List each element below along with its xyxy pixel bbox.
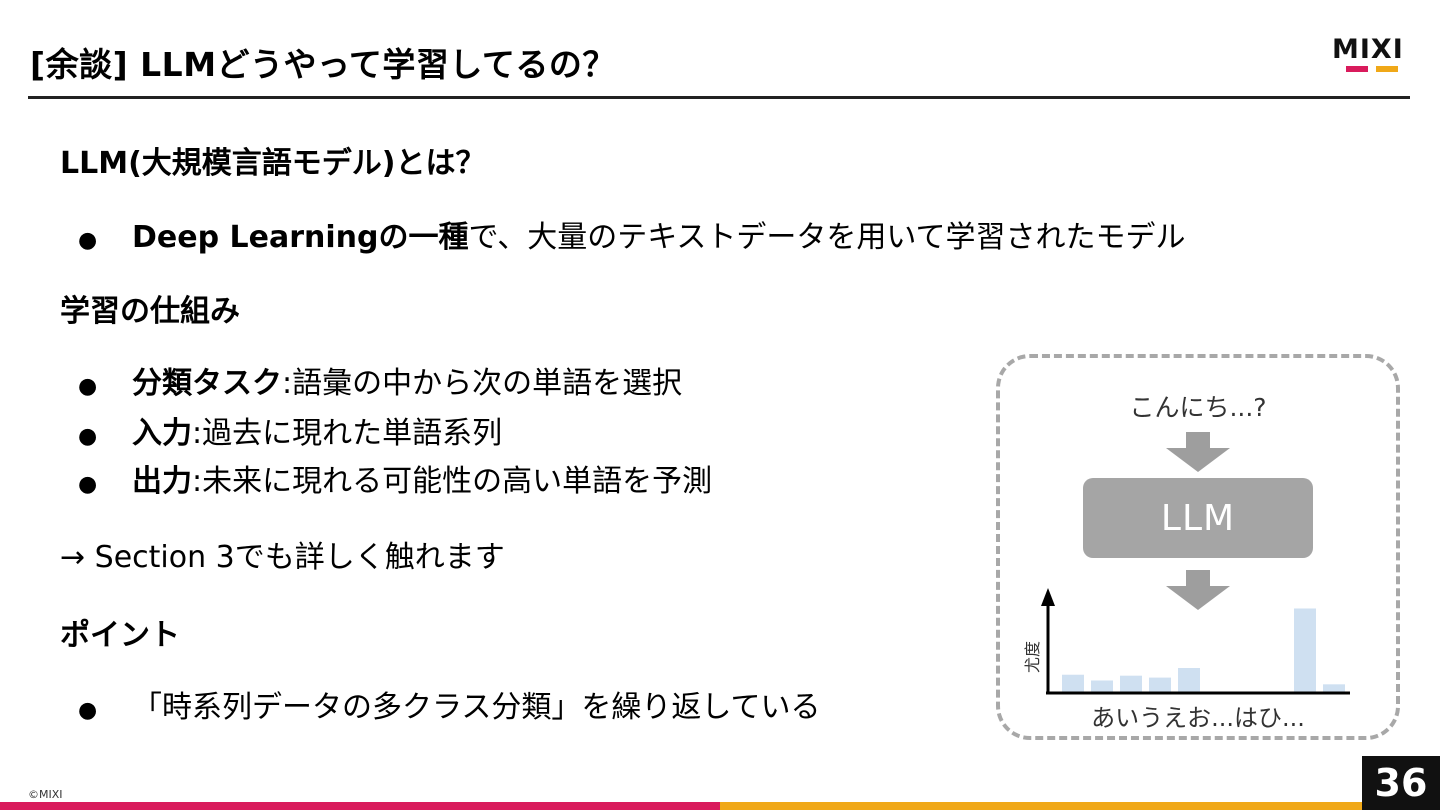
footer-bar-red — [0, 802, 720, 810]
bullet-bold-text: 分類タスク — [132, 366, 282, 401]
likelihood-bar — [1323, 684, 1345, 692]
arrow-down-icon — [1166, 432, 1230, 472]
logo-text: MIXI — [1332, 34, 1404, 65]
likelihood-bar — [1294, 608, 1316, 692]
bullet-bold-text: 入力 — [132, 416, 192, 451]
heading-llm-definition: LLM(大規模言語モデル)とは？ — [60, 146, 486, 181]
x-axis-label: あいうえお...はひ... — [1091, 704, 1305, 732]
bullet-point: ● 「時系列データの多クラス分類」を繰り返している — [78, 682, 821, 726]
bullet-text: :語彙の中から次の単語を選択 — [282, 366, 683, 401]
llm-diagram: こんにち...? LLM 尤度 あいうえお...はひ... — [996, 354, 1400, 740]
footer-bar-orange — [720, 802, 1362, 810]
llm-box: LLM — [1083, 478, 1313, 558]
likelihood-bar — [1120, 675, 1142, 692]
bullet-dot: ● — [78, 698, 98, 723]
page-number: 36 — [1362, 756, 1440, 810]
bullet-classification-task: ● 分類タスク :語彙の中から次の単語を選択 — [78, 358, 682, 402]
logo-bar-red — [1346, 66, 1368, 72]
y-axis-label: 尤度 — [1023, 641, 1042, 673]
bullet-llm-definition: ● Deep Learningの一種 で、大量のテキストデータを用いて学習された… — [78, 212, 1186, 256]
logo-bar-orange — [1376, 66, 1398, 72]
likelihood-bar — [1062, 674, 1084, 692]
bullet-dot: ● — [78, 374, 98, 399]
bullet-text: で、大量のテキストデータを用いて学習されたモデル — [468, 220, 1186, 255]
bullet-output: ● 出力 :未来に現れる可能性の高い単語を予測 — [78, 456, 712, 500]
likelihood-bar — [1178, 668, 1200, 692]
bullet-dot: ● — [78, 472, 98, 497]
bullet-input: ● 入力 :過去に現れた単語系列 — [78, 408, 502, 452]
bullet-text: :過去に現れた単語系列 — [192, 416, 503, 451]
bullet-text: :未来に現れる可能性の高い単語を予測 — [192, 464, 713, 499]
likelihood-bar — [1149, 677, 1171, 692]
likelihood-chart: 尤度 — [1023, 588, 1350, 695]
heading-learning-mechanism: 学習の仕組み — [60, 294, 240, 329]
section-reference-note: → Section 3でも詳しく触れます — [60, 540, 505, 575]
bullet-dot: ● — [78, 228, 98, 253]
mixi-logo: MIXI — [1332, 36, 1412, 72]
logo-bars — [1346, 66, 1412, 72]
title-underline — [28, 96, 1410, 99]
bullet-text: 「時系列データの多クラス分類」を繰り返している — [132, 690, 821, 725]
heading-point: ポイント — [60, 618, 180, 653]
arrow-down-icon — [1166, 570, 1230, 610]
slide-title: [余談] LLMどうやって学習してるの？ — [30, 45, 616, 84]
bullet-bold-text: Deep Learningの一種 — [132, 220, 469, 255]
likelihood-bar — [1091, 680, 1113, 692]
bullet-bold-text: 出力 — [132, 464, 192, 499]
copyright: ©MIXI — [28, 788, 63, 801]
bullet-dot: ● — [78, 424, 98, 449]
y-axis-arrow-icon — [1041, 588, 1055, 606]
prompt-text: こんにち...? — [1129, 393, 1267, 422]
